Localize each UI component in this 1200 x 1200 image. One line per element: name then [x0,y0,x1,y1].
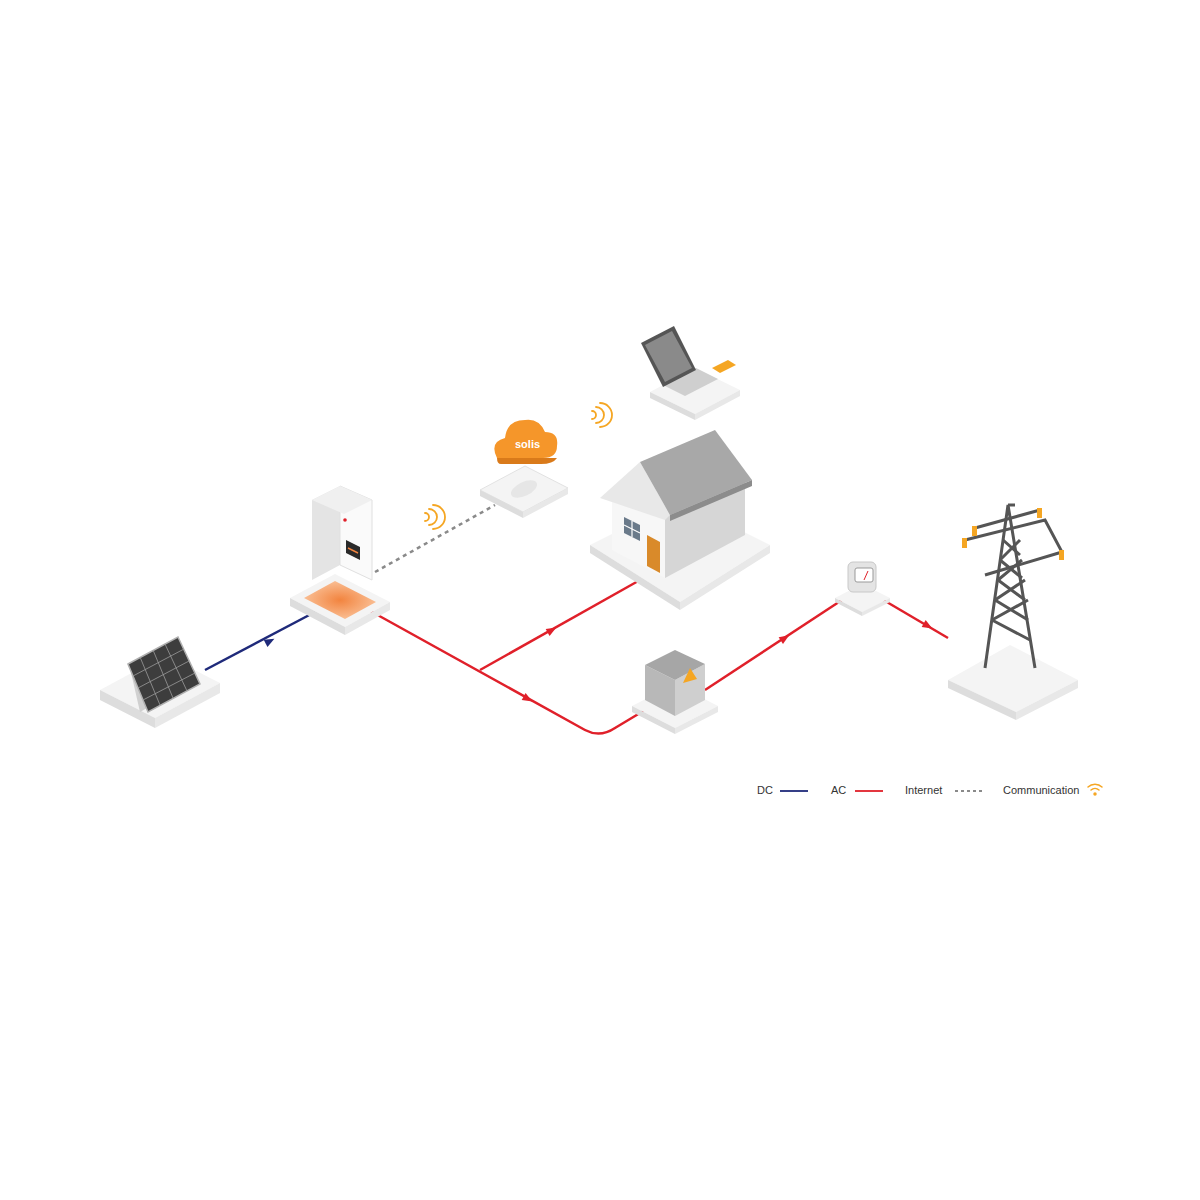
house [590,430,770,610]
ac-wires [365,580,948,734]
distribution-box [632,650,718,734]
transmission-tower [948,505,1078,720]
meter [835,562,890,616]
legend-label: DC [757,783,773,797]
dc-wire [205,612,315,670]
internet-line [375,505,495,572]
dc-arrow [264,635,277,647]
legend-label: Internet [905,783,942,797]
laptop [641,326,740,420]
logo-text: solis [515,438,540,451]
ac-arrows [522,620,935,705]
solar-panel [100,637,220,728]
legend-label: AC [831,783,846,797]
router-cloud [480,420,568,518]
legend-label: Communication [1003,783,1079,797]
inverter [290,486,390,635]
wifi-icon [425,403,612,529]
